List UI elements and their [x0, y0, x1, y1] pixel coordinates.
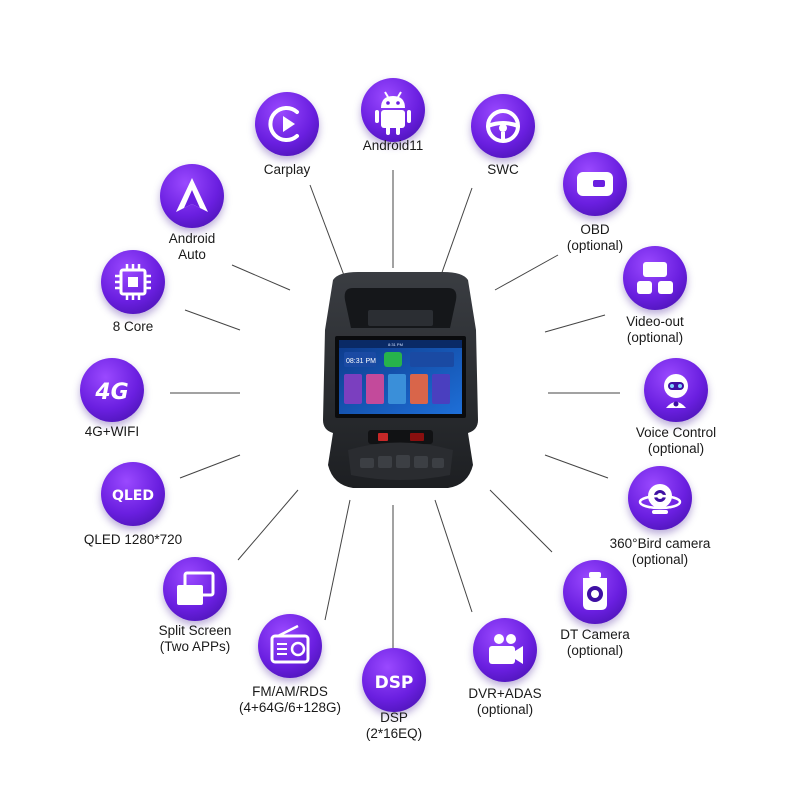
feature-dsp: DSP DSP(2*16EQ) [319, 648, 469, 768]
split-screen-icon [163, 557, 227, 621]
svg-text:QLED: QLED [112, 488, 154, 504]
feature-split-screen: Split Screen(Two APPs) [120, 557, 270, 677]
radio-icon [258, 614, 322, 678]
screen-clock: 08:31 PM [346, 358, 376, 365]
feature-label: Split Screen(Two APPs) [158, 623, 232, 654]
car-stereo-head-unit: 08:31 PM 8:31 PM [318, 270, 483, 500]
svg-text:4G: 4G [94, 380, 128, 405]
360-camera-icon [628, 466, 692, 530]
video-out-icon [623, 246, 687, 310]
obd-icon [563, 152, 627, 216]
voice-robot-icon [644, 358, 708, 422]
feature-video-out: Video-out(optional) [580, 246, 730, 366]
svg-text:DSP: DSP [375, 673, 414, 693]
feature-obd: OBD(optional) [520, 152, 670, 272]
feature-radio: FM/AM/RDS(4+64G/6+128G) [215, 614, 365, 734]
cpu-chip-icon [101, 250, 165, 314]
feature-qled: QLED QLED 1280*720 [58, 462, 208, 582]
screen-status-time: 8:31 PM [388, 342, 403, 347]
feature-8core: 8 Core [58, 250, 208, 370]
feature-label: 360°Bird camera(optional) [609, 536, 711, 567]
feature-label: QLED 1280*720 [83, 532, 183, 547]
dt-camera-icon [563, 560, 627, 624]
feature-4g-wifi: 4G 4G+WIFI [37, 358, 187, 478]
feature-voice-control: Voice Control(optional) [601, 358, 751, 478]
feature-dt-camera: DT Camera(optional) [520, 560, 670, 680]
feature-label: DSP(2*16EQ) [365, 710, 423, 741]
steering-wheel-icon [471, 94, 535, 158]
android-auto-icon [160, 164, 224, 228]
dsp-icon: DSP [362, 648, 426, 712]
carplay-icon [255, 92, 319, 156]
feature-carplay: Carplay [212, 92, 362, 212]
feature-dvr: DVR+ADAS(optional) [430, 618, 580, 738]
feature-label: FM/AM/RDS(4+64G/6+128G) [238, 684, 342, 715]
feature-label: Voice Control(optional) [635, 425, 717, 456]
feature-label: DT Camera(optional) [560, 627, 630, 658]
feature-bird-camera: 360°Bird camera(optional) [585, 466, 735, 586]
feature-label: SWC [487, 162, 519, 177]
4g-icon: 4G [80, 358, 144, 422]
feature-swc: SWC [428, 94, 578, 214]
feature-label: Video-out(optional) [626, 314, 684, 345]
feature-label: Android11 [362, 138, 424, 153]
feature-android11: Android11 [318, 78, 468, 198]
qled-icon: QLED [101, 462, 165, 526]
feature-label: 4G+WIFI [84, 424, 140, 439]
dvr-camera-icon [473, 618, 537, 682]
feature-label: DVR+ADAS(optional) [468, 686, 542, 717]
feature-label: OBD(optional) [566, 222, 624, 253]
feature-label: 8 Core [112, 319, 154, 334]
android-icon [361, 78, 425, 142]
feature-label: Carplay [263, 162, 311, 177]
